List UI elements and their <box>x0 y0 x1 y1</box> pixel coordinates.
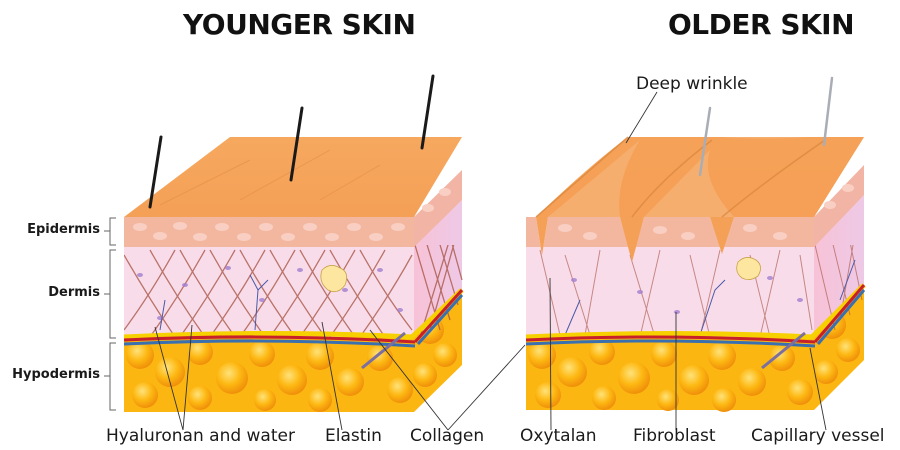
blood-vessels <box>525 283 866 370</box>
epidermis-front <box>124 217 414 247</box>
hypodermis-fat <box>526 285 864 410</box>
label-hypodermis: Hypodermis <box>12 367 100 382</box>
label-capillary-vessel: Capillary vessel <box>751 426 885 446</box>
blood-vessels <box>123 288 464 370</box>
small-vessels <box>159 274 269 331</box>
older-skin-block <box>525 76 866 412</box>
surface-folds <box>535 136 826 218</box>
skin-surface-base <box>536 137 864 217</box>
label-epidermis: Epidermis <box>27 222 100 237</box>
younger-skin-block <box>123 74 464 412</box>
surface-lines <box>159 149 381 206</box>
title-older-skin: OLDER SKIN <box>668 8 855 41</box>
label-dermis: Dermis <box>48 285 100 300</box>
epidermis-side <box>414 170 462 247</box>
collagen-fibers <box>124 245 463 337</box>
epidermis-cells <box>558 184 854 240</box>
dermal-cells <box>137 266 403 320</box>
title-younger-skin: YOUNGER SKIN <box>183 8 416 41</box>
gray-hairs <box>698 76 834 177</box>
hairs <box>148 74 435 209</box>
label-hyaluronan-and-water: Hyaluronan and water <box>106 426 295 446</box>
label-oxytalan: Oxytalan <box>520 426 597 446</box>
dermal-cells <box>571 276 803 314</box>
label-elastin: Elastin <box>325 426 382 446</box>
epidermis-front <box>526 217 814 258</box>
epidermis-cells <box>133 188 451 241</box>
leader-lines <box>154 91 827 431</box>
fibroblast-cell <box>736 257 761 280</box>
skin-surface <box>124 137 462 217</box>
fibroblast-cell <box>320 265 348 293</box>
dermis-front <box>124 245 414 337</box>
small-vessels <box>564 259 856 336</box>
label-fibroblast: Fibroblast <box>633 426 716 446</box>
dermis-side <box>814 195 864 337</box>
label-deep-wrinkle: Deep wrinkle <box>636 74 748 94</box>
wrinkle-grooves <box>536 217 734 262</box>
layer-brackets <box>104 217 116 411</box>
hypodermis-fat <box>124 290 462 412</box>
label-collagen: Collagen <box>410 426 485 446</box>
